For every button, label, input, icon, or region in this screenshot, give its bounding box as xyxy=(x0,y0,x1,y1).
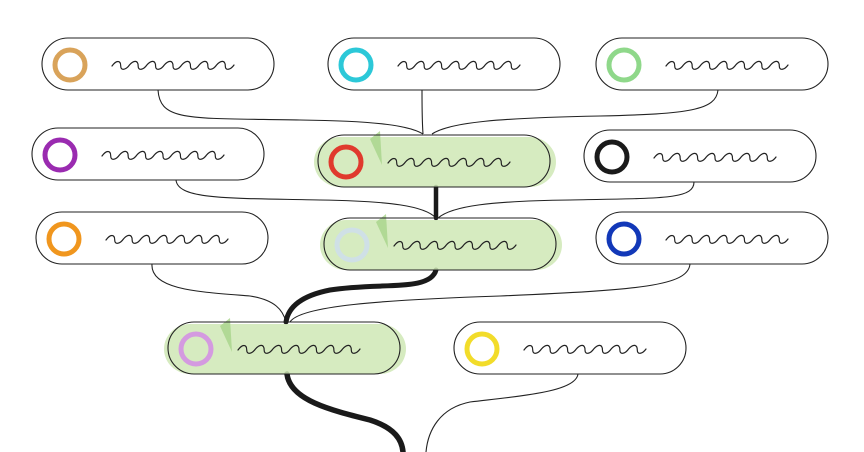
node-outline xyxy=(31,127,265,181)
node-tan xyxy=(41,37,275,91)
color-circle-icon xyxy=(338,47,374,83)
node-cyan xyxy=(327,37,561,91)
connector-line xyxy=(437,181,695,219)
connector-line xyxy=(175,179,437,219)
connector-line xyxy=(151,263,287,323)
squiggle-placeholder-line xyxy=(653,152,777,162)
color-circle-icon xyxy=(46,221,82,257)
connector-line xyxy=(157,89,424,135)
color-circle-icon xyxy=(52,47,88,83)
node-outline xyxy=(317,134,551,188)
node-light-green xyxy=(595,37,829,91)
nodes-layer xyxy=(31,37,829,375)
highlight-mark xyxy=(376,214,388,248)
connector-line xyxy=(425,373,579,452)
highlight-mark xyxy=(370,131,382,165)
highlight-fill xyxy=(314,137,556,187)
node-outline xyxy=(167,321,401,375)
squiggle-placeholder-line xyxy=(665,60,789,70)
color-circle-icon xyxy=(334,227,370,263)
color-circle-icon xyxy=(328,144,364,180)
color-circle-icon xyxy=(594,139,630,175)
squiggle-placeholder-line xyxy=(111,60,235,70)
node-outline xyxy=(41,37,275,91)
color-circle-icon xyxy=(606,47,642,83)
node-purple xyxy=(31,127,265,181)
squiggle-placeholder-line xyxy=(665,234,789,244)
highlight-fill xyxy=(164,324,406,374)
node-outline xyxy=(327,37,561,91)
connector-line xyxy=(289,263,691,323)
squiggle-placeholder-line xyxy=(237,344,361,354)
connector-line xyxy=(421,89,424,135)
highlight-fill xyxy=(320,220,562,270)
node-orange xyxy=(35,211,269,265)
thick-connector-line xyxy=(283,267,439,325)
node-outline xyxy=(35,211,269,265)
color-circle-icon xyxy=(606,221,642,257)
node-black xyxy=(583,129,817,183)
color-circle-icon xyxy=(464,331,500,367)
connector-line xyxy=(431,89,719,135)
node-outline xyxy=(583,129,817,183)
node-light-blue xyxy=(320,214,562,271)
node-blue xyxy=(595,211,829,265)
node-yellow xyxy=(453,321,687,375)
node-outline xyxy=(595,37,829,91)
node-red xyxy=(314,131,556,188)
thick-connector-line xyxy=(284,371,406,452)
node-outline xyxy=(453,321,687,375)
color-circle-icon xyxy=(42,137,78,173)
node-outline xyxy=(595,211,829,265)
squiggle-placeholder-line xyxy=(523,344,647,354)
squiggle-placeholder-line xyxy=(397,60,521,70)
node-outline xyxy=(323,217,557,271)
squiggle-placeholder-line xyxy=(101,150,225,160)
links-layer xyxy=(151,89,719,452)
squiggle-placeholder-line xyxy=(387,157,511,167)
squiggle-placeholder-line xyxy=(393,240,517,250)
node-pink xyxy=(164,318,406,375)
highlight-mark xyxy=(220,318,232,352)
squiggle-placeholder-line xyxy=(105,234,229,244)
color-circle-icon xyxy=(178,331,214,367)
